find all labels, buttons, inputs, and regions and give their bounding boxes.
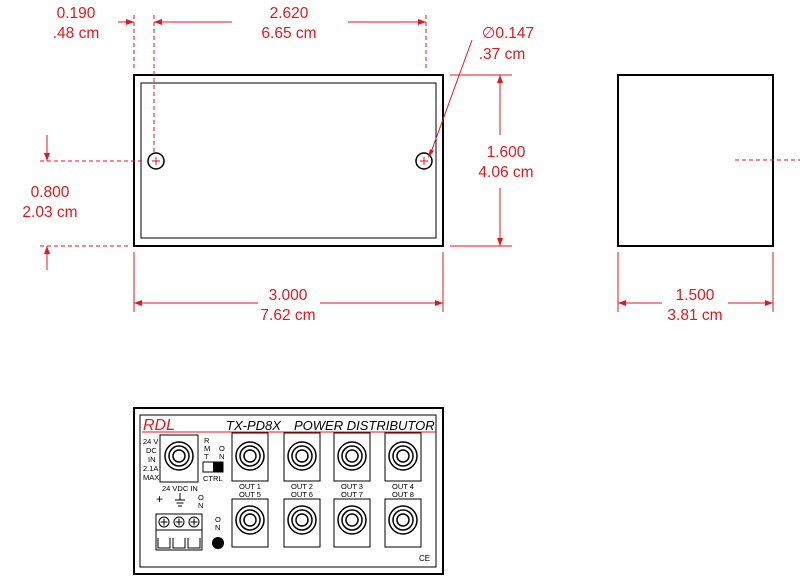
mounting-hole-right: [415, 152, 433, 170]
out-label-3: OUT 3: [341, 482, 363, 491]
out-label-4: OUT 4: [392, 482, 414, 491]
dc-input-jack[interactable]: [159, 434, 199, 483]
terminal-label: 24 VDC IN: [162, 484, 198, 493]
mounting-hole-left: [147, 152, 165, 170]
rmt-label-m: M: [204, 444, 210, 453]
dim-width-cm: 7.62 cm: [260, 307, 315, 324]
output-jack-4[interactable]: [384, 432, 422, 482]
model-label: TX-PD8X: [226, 418, 282, 433]
out-label-5: OUT 5: [239, 490, 261, 499]
input-label-3: IN: [148, 455, 156, 464]
dim-hole-height-cm: 2.03 cm: [22, 204, 77, 221]
dim-height-in: 1.600: [487, 144, 526, 161]
on-label-n: N: [219, 452, 224, 461]
rmt-label-t: T: [204, 452, 209, 461]
plus-label: +: [156, 492, 163, 506]
led-label-n: N: [215, 523, 220, 532]
input-label-2: DC: [146, 446, 157, 455]
enclosure-inner: [140, 82, 437, 239]
panel-title: POWER DISTRIBUTOR: [294, 418, 435, 433]
output-jack-8[interactable]: [384, 498, 422, 548]
enclosure-outline: [133, 74, 444, 247]
ctrl-label: CTRL: [203, 474, 223, 483]
dim-hole-spacing-in: 2.620: [270, 5, 309, 22]
out-label-7: OUT 7: [341, 490, 363, 499]
input-label-4: 2.1A: [143, 464, 158, 473]
output-jack-1[interactable]: [231, 432, 269, 482]
led-label-o: O: [215, 515, 221, 524]
dim-depth-in: 1.500: [676, 287, 715, 304]
out-label-1: OUT 1: [239, 482, 261, 491]
out-label-2: OUT 2: [291, 482, 313, 491]
dim-height-cm: 4.06 cm: [478, 164, 533, 181]
panel-outline: [133, 407, 444, 575]
out-label-6: OUT 6: [291, 490, 313, 499]
terminal-block[interactable]: [155, 513, 203, 551]
dim-hole-spacing-cm: 6.65 cm: [261, 25, 316, 42]
power-led: [212, 537, 224, 549]
output-jack-5[interactable]: [231, 498, 269, 548]
dim-depth-cm: 3.81 cm: [667, 307, 722, 324]
out-label-8: OUT 8: [392, 490, 414, 499]
dim-hole-diameter-in: ∅0.147: [482, 25, 534, 42]
input-label-1: 24 V: [143, 437, 158, 446]
top-view: 0.190 .48 cm 2.620 6.65 cm ∅0.147 .37 cm…: [22, 5, 534, 324]
front-panel: RDL TX-PD8X POWER DISTRIBUTOR 24 V DC IN…: [133, 407, 444, 575]
brand-logo: RDL: [143, 417, 175, 434]
output-jack-7[interactable]: [333, 498, 371, 548]
terminal-on-o: O: [198, 493, 204, 502]
dim-hole-offset-cm: .48 cm: [53, 25, 100, 42]
input-label-5: MAX: [143, 473, 159, 482]
on-label-o: O: [219, 444, 225, 453]
dim-hole-offset-in: 0.190: [57, 5, 96, 22]
output-jack-3[interactable]: [333, 432, 371, 482]
terminal-on-n: N: [198, 501, 203, 510]
side-view: 1.500 3.81 cm: [617, 74, 800, 324]
dim-hole-height-in: 0.800: [31, 184, 70, 201]
dim-width-in: 3.000: [269, 287, 308, 304]
ctrl-switch[interactable]: [202, 461, 224, 473]
ground-icon: [175, 493, 185, 507]
dim-hole-diameter-cm: .37 cm: [479, 46, 526, 63]
output-jack-6[interactable]: [283, 498, 321, 548]
rmt-label-r: R: [204, 436, 210, 445]
panel-inner: [139, 414, 437, 568]
ce-mark: CE: [419, 554, 430, 563]
output-jack-2[interactable]: [283, 432, 321, 482]
